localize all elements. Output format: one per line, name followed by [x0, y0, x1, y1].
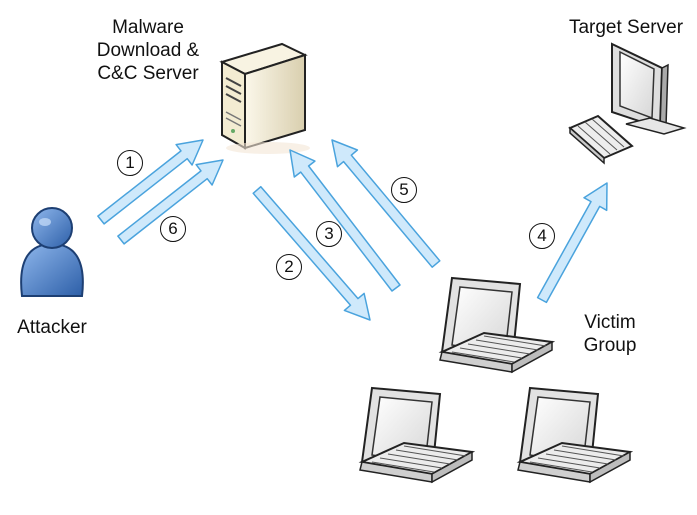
step-2-badge: 2 [274, 252, 304, 282]
attacker-label: Attacker [17, 317, 87, 338]
arrow-step-1 [97, 139, 204, 225]
laptop-icon [439, 277, 553, 373]
user-person-icon [20, 207, 84, 297]
arrow-step-6 [117, 159, 224, 245]
arrow-step-3 [289, 149, 401, 292]
arrow-step-5 [331, 139, 441, 268]
step-5-badge: 5 [389, 175, 419, 205]
laptop-icon [359, 387, 473, 483]
server-label: Malware Download & C&C Server [96, 17, 200, 84]
step-1-badge: 1 [115, 148, 145, 178]
desktop-computer-icon [568, 42, 687, 165]
victim-group-label: Victim Group [583, 312, 637, 356]
step-4-badge: 4 [527, 221, 557, 251]
step-6-badge: 6 [158, 214, 188, 244]
arrow-step-2 [252, 185, 371, 321]
server-tower-icon [219, 42, 310, 154]
flow-arrows [97, 139, 608, 321]
step-3-badge: 3 [314, 219, 344, 249]
target-server-label: Target Server [568, 17, 684, 38]
arrow-step-4 [536, 182, 608, 304]
laptop-icon [517, 387, 631, 483]
